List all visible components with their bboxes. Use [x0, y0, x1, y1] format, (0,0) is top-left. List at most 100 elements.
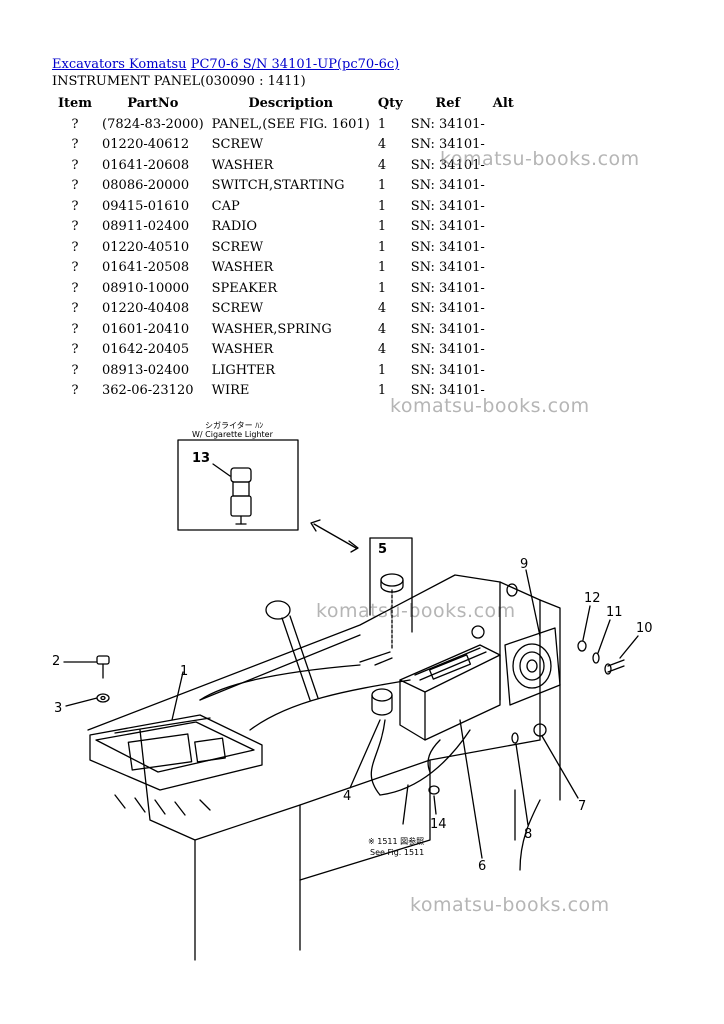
control-lever: [265, 600, 319, 701]
cell-ref: SN: 34101-: [410, 280, 485, 296]
table-header-row: Item PartNo Description Qty Ref Alt: [52, 92, 518, 114]
instrument-panel: [89, 714, 263, 816]
cell-item: ?: [71, 198, 79, 214]
cell-item: ?: [71, 362, 79, 378]
cell-partno: 01220-40510: [102, 239, 190, 255]
cell-ref: SN: 34101-: [410, 178, 485, 194]
cell-qty: 1: [377, 239, 387, 255]
fasteners-right: [428, 583, 625, 795]
callout-11: 11: [606, 605, 623, 620]
cell-partno: 01220-40612: [102, 137, 190, 153]
cell-description: LIGHTER: [211, 362, 276, 378]
see-fig-note-en: See Fig. 1511: [370, 848, 424, 857]
table-row: ? 08910-10000 SPEAKER 1 SN: 34101-: [52, 278, 518, 299]
cell-qty: 4: [377, 301, 387, 317]
cell-ref: SN: 34101-: [410, 301, 485, 317]
cell-ref: SN: 34101-: [410, 342, 485, 358]
speaker: [504, 627, 561, 706]
lighter-inset: シガライター ﾊﾝ W/ Cigarette Lighter: [177, 420, 299, 531]
cell-partno: 09415-01610: [102, 198, 190, 214]
cell-qty: 1: [377, 280, 387, 296]
cell-qty: 4: [377, 137, 387, 153]
cell-alt: [489, 237, 518, 258]
page-subtitle: INSTRUMENT PANEL(030090 : 1411): [52, 74, 306, 89]
inset-caption-en: W/ Cigarette Lighter: [192, 430, 274, 439]
cell-partno: 01641-20508: [102, 260, 190, 276]
cell-description: SCREW: [211, 301, 264, 317]
header-qty: Qty: [377, 95, 403, 111]
cell-partno: 08911-02400: [102, 219, 190, 235]
cell-qty: 4: [377, 342, 387, 358]
cell-alt: [489, 196, 518, 217]
cell-item: ?: [71, 219, 79, 235]
cell-partno: 01220-40408: [102, 301, 190, 317]
fasteners-left: [96, 655, 110, 703]
header-item: Item: [57, 95, 93, 111]
cell-qty: 1: [377, 219, 387, 235]
cell-description: PANEL,(SEE FIG. 1601): [211, 116, 370, 132]
cell-partno: 08086-20000: [102, 178, 190, 194]
breadcrumb-link-model[interactable]: PC70-6 S/N 34101-UP(pc70-6c): [190, 57, 400, 72]
cell-ref: SN: 34101-: [410, 362, 485, 378]
cell-ref: SN: 34101-: [410, 219, 485, 235]
cell-item: ?: [71, 301, 79, 317]
breadcrumb-link-excavators[interactable]: Excavators Komatsu: [52, 57, 187, 72]
callout-14: 14: [430, 817, 447, 832]
cell-description: SPEAKER: [211, 280, 278, 296]
table-row: ? 01220-40510 SCREW 1 SN: 34101-: [52, 237, 518, 258]
callout-5: 5: [378, 542, 387, 557]
cell-item: ?: [71, 157, 79, 173]
cell-qty: 1: [377, 116, 387, 132]
cell-description: WASHER,SPRING: [211, 321, 332, 337]
cell-description: WIRE: [211, 383, 250, 399]
callout-2: 2: [52, 654, 60, 669]
callout-13: 13: [192, 451, 210, 466]
cell-alt: [489, 299, 518, 320]
cell-item: ?: [71, 280, 79, 296]
cell-description: SWITCH,STARTING: [211, 178, 345, 194]
cell-description: SCREW: [211, 137, 264, 153]
cell-qty: 4: [377, 321, 387, 337]
cell-item: ?: [71, 239, 79, 255]
cell-ref: SN: 34101-: [410, 198, 485, 214]
cell-description: RADIO: [211, 219, 258, 235]
header-partno: PartNo: [127, 95, 179, 111]
cell-qty: 1: [377, 198, 387, 214]
starting-switch: [359, 651, 393, 716]
cell-partno: 08910-10000: [102, 280, 190, 296]
callout-8: 8: [524, 827, 532, 842]
cell-alt: [489, 176, 518, 197]
cell-ref: SN: 34101-: [410, 157, 485, 173]
cell-partno: 08913-02400: [102, 362, 190, 378]
cell-alt: [489, 217, 518, 238]
cell-alt: [489, 114, 518, 135]
cell-alt: [489, 319, 518, 340]
callout-10: 10: [636, 621, 653, 636]
cell-item: ?: [71, 116, 79, 132]
cell-item: ?: [71, 383, 79, 399]
callout-12: 12: [584, 591, 601, 606]
cell-item: ?: [71, 260, 79, 276]
cell-partno: 01641-20608: [102, 157, 190, 173]
console-body: [87, 574, 561, 961]
cell-item: ?: [71, 321, 79, 337]
radio: [399, 625, 501, 741]
cell-description: WASHER: [211, 342, 274, 358]
header-description: Description: [248, 95, 334, 111]
cell-ref: SN: 34101-: [410, 239, 485, 255]
cell-description: SCREW: [211, 239, 264, 255]
watermark: komatsu-books.com: [390, 395, 590, 417]
cell-description: WASHER: [211, 157, 274, 173]
callout-1: 1: [180, 664, 188, 679]
cell-item: ?: [71, 178, 79, 194]
